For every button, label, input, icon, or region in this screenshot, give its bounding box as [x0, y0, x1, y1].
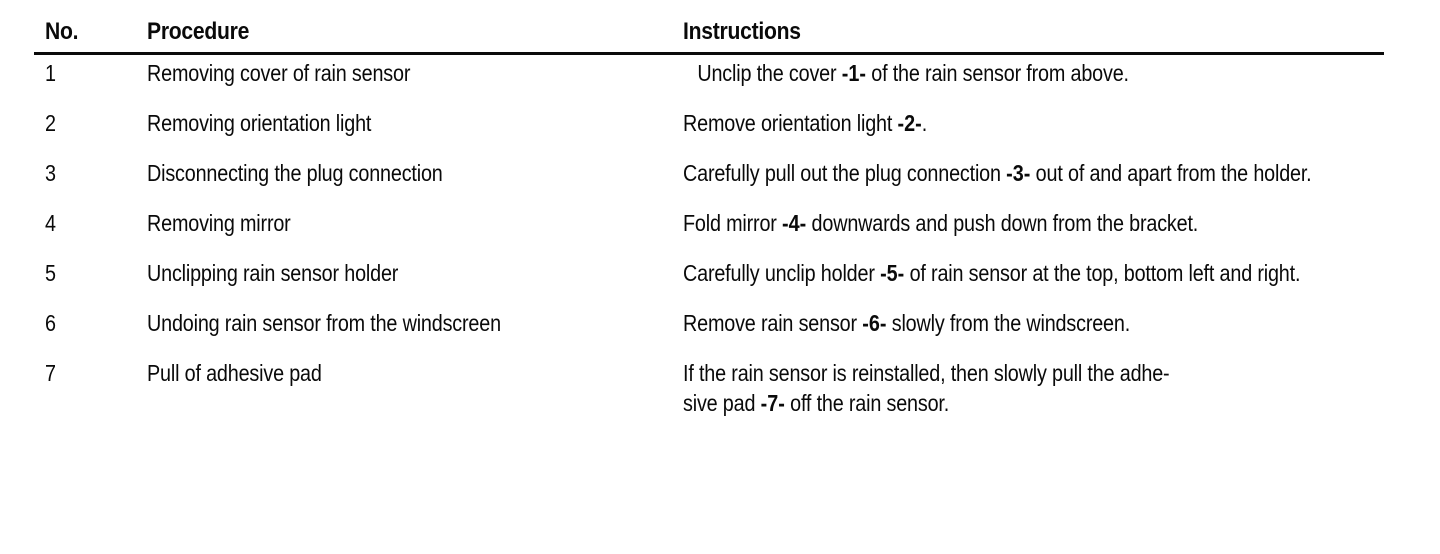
part-callout-marker: -6- [862, 310, 887, 336]
row-number: 5 [45, 260, 56, 286]
instruction-text-lead: Carefully pull out the plug connection [683, 160, 1007, 186]
row-procedure: Unclipping rain sensor holder [147, 260, 399, 286]
part-callout-marker: -5- [880, 260, 905, 286]
instruction-text-tail: . [921, 110, 928, 136]
table-row: 4 Removing mirror Fold mirror -4- downward… [34, 208, 1384, 238]
row-number: 3 [45, 160, 56, 186]
row-instructions: Remove orientation light -2-. [683, 108, 1380, 138]
column-header-instructions: Instructions [683, 18, 801, 45]
instruction-text-tail: off the rain sensor. [784, 390, 950, 416]
instruction-text-lead: If the rain sensor is reinstalled, then … [683, 360, 1170, 416]
table-row: 7 Pull of adhesive pad If the rain sensor … [34, 358, 1384, 418]
instruction-text-tail: out of and apart from the holder. [1030, 160, 1312, 186]
table-header-row: No. Procedure Instructions [34, 0, 1384, 54]
row-instructions: If the rain sensor is reinstalled, then … [683, 358, 1380, 418]
part-callout-marker: -2- [897, 110, 922, 136]
instruction-text-lead: Fold mirror [683, 210, 783, 236]
part-callout-marker: -1- [841, 60, 866, 86]
row-procedure: Undoing rain sensor from the windscreen [147, 310, 501, 336]
instruction-text-lead: Unclip the cover [692, 60, 842, 86]
row-instructions: Unclip the cover -1- of the rain sensor … [692, 58, 1389, 88]
instruction-text-lead: Carefully unclip holder [683, 260, 881, 286]
procedure-table: No. Procedure Instructions 1 Removing cov… [34, 0, 1384, 416]
column-header-procedure: Procedure [147, 18, 250, 45]
table-row: 6 Undoing rain sensor from the windscreen… [34, 308, 1384, 338]
row-procedure: Pull of adhesive pad [147, 360, 322, 386]
part-callout-marker: -3- [1006, 160, 1031, 186]
row-number: 2 [45, 110, 56, 136]
header-rule-divider [34, 52, 1384, 55]
instruction-text-tail: of the rain sensor from above. [865, 60, 1129, 86]
column-header-no: No. [45, 18, 79, 45]
row-procedure: Removing cover of rain sensor [147, 60, 411, 86]
row-number: 7 [45, 360, 56, 386]
instruction-text-tail: slowly from the windscreen. [886, 310, 1131, 336]
part-callout-marker: -4- [782, 210, 807, 236]
row-procedure: Disconnecting the plug connection [147, 160, 443, 186]
row-number: 6 [45, 310, 56, 336]
instruction-text-tail: of rain sensor at the top, bottom left a… [904, 260, 1301, 286]
row-instructions: Remove rain sensor -6- slowly from the w… [683, 308, 1380, 338]
table-row: 3 Disconnecting the plug connection Carefu… [34, 158, 1384, 188]
row-procedure: Removing orientation light [147, 110, 372, 136]
row-number: 4 [45, 210, 56, 236]
instruction-text-lead: Remove rain sensor [683, 310, 863, 336]
table-row: 5 Unclipping rain sensor holder Carefully … [34, 258, 1384, 288]
instruction-text-tail: downwards and push down from the bracket… [806, 210, 1199, 236]
table-row: 1 Removing cover of rain sensor Unclip th… [34, 58, 1384, 88]
row-instructions: Carefully unclip holder -5- of rain sens… [683, 258, 1380, 288]
instruction-text-lead: Remove orientation light [683, 110, 898, 136]
row-instructions: Fold mirror -4- downwards and push down … [683, 208, 1380, 238]
row-instructions: Carefully pull out the plug connection -… [683, 158, 1380, 188]
table-row: 2 Removing orientation light Remove orient… [34, 108, 1384, 138]
row-number: 1 [45, 60, 56, 86]
row-procedure: Removing mirror [147, 210, 291, 236]
part-callout-marker: -7- [760, 390, 785, 416]
